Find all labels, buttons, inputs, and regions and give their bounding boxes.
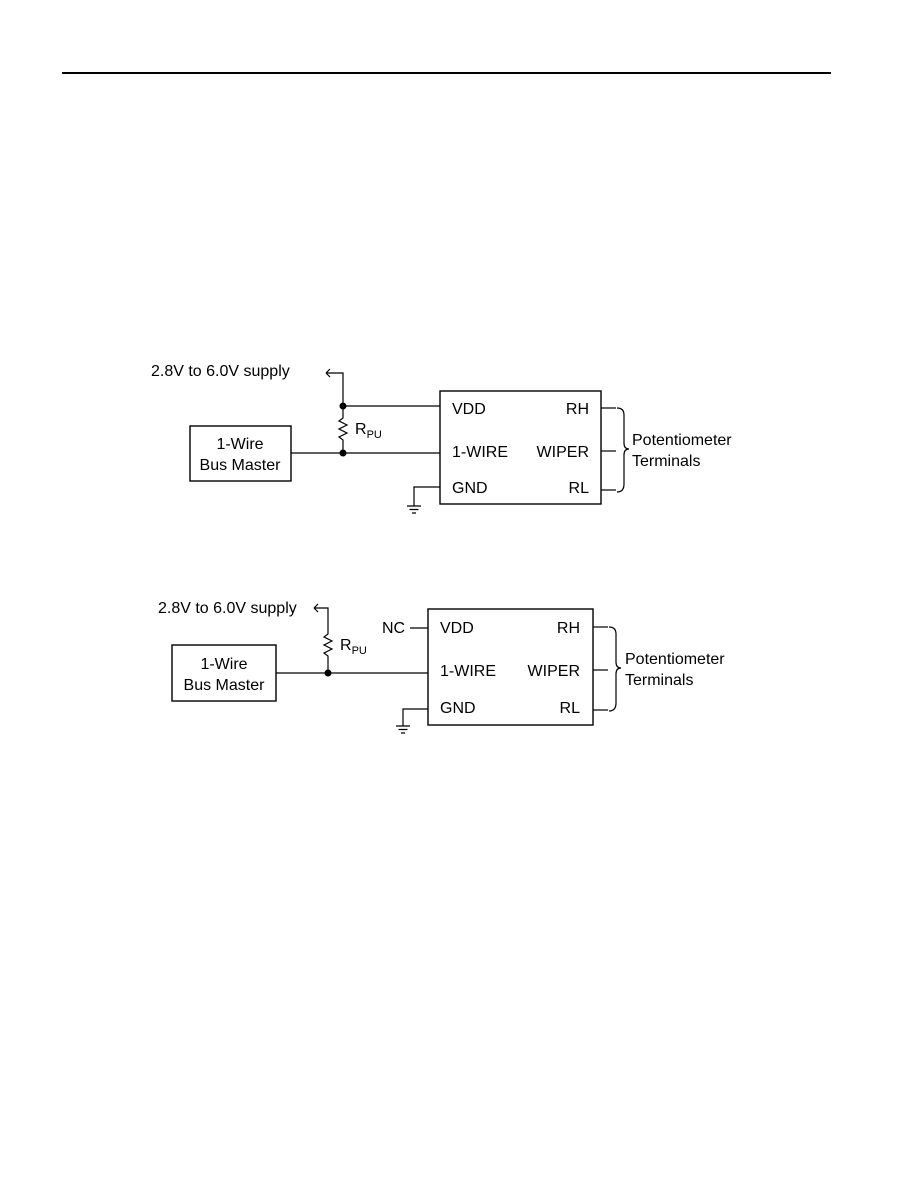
junction-dot — [339, 449, 347, 457]
chip-box — [439, 390, 602, 505]
brace-icon — [616, 407, 630, 493]
pin-onewire: 1-WIRE — [452, 444, 508, 461]
supply-arrow — [313, 603, 329, 628]
bus-master-box — [171, 644, 277, 702]
pin-gnd: GND — [440, 700, 476, 717]
pullup-resistor — [322, 628, 334, 673]
pin-wiper: WIPER — [537, 444, 589, 461]
pin-vdd: VDD — [452, 401, 486, 418]
bus-master-line2: Bus Master — [184, 677, 266, 694]
pullup-resistor — [337, 406, 349, 453]
gnd-wire — [402, 708, 428, 726]
pin-onewire: 1-WIRE — [440, 663, 496, 680]
circuit-diagram-2: 2.8V to 6.0V supply RPU 1-Wire Bus Maste… — [158, 600, 725, 734]
junction-dot — [324, 669, 332, 677]
bus-master-line2: Bus Master — [200, 457, 282, 474]
pin-rh: RH — [566, 401, 589, 418]
supply-arrow — [325, 368, 344, 406]
terminals-line2: Terminals — [625, 672, 693, 689]
pin-rl: RL — [569, 480, 590, 497]
resistor-label: RPU — [340, 637, 367, 657]
ground-icon — [407, 505, 421, 514]
terminals-line1: Potentiometer — [632, 432, 732, 449]
pin-rl: RL — [560, 700, 581, 717]
supply-label: 2.8V to 6.0V supply — [151, 363, 290, 380]
bus-master-line1: 1-Wire — [200, 656, 247, 673]
bus-master-line1: 1-Wire — [216, 436, 263, 453]
pin-gnd: GND — [452, 480, 488, 497]
gnd-wire — [413, 486, 440, 506]
pin-wiper: WIPER — [528, 663, 580, 680]
brace-icon — [608, 626, 622, 712]
nc-label: NC — [382, 620, 405, 637]
terminals-line2: Terminals — [632, 453, 700, 470]
chip-box — [427, 608, 594, 726]
supply-label: 2.8V to 6.0V supply — [158, 600, 297, 617]
resistor-label: RPU — [355, 421, 382, 441]
circuit-diagram-1: 2.8V to 6.0V supply RPU 1-Wire Bus Maste… — [151, 363, 732, 514]
terminals-line1: Potentiometer — [625, 651, 725, 668]
pin-rh: RH — [557, 620, 580, 637]
bus-master-box — [189, 425, 292, 482]
ground-icon — [396, 725, 410, 734]
pin-vdd: VDD — [440, 620, 474, 637]
